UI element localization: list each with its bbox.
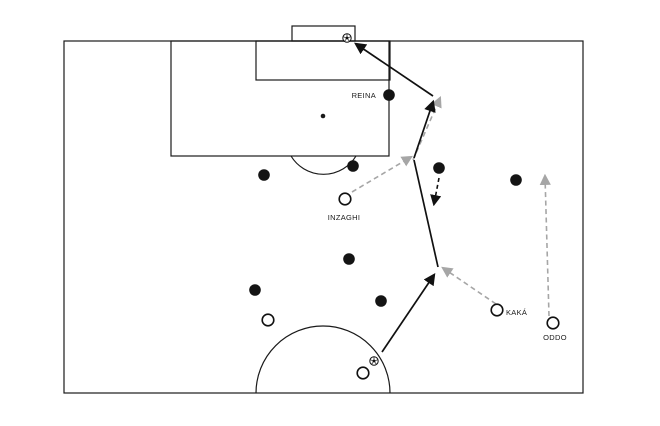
defender-7 [375,295,387,307]
goal [291,25,356,42]
label-inzaghi: INZAGHI [328,213,361,222]
inzaghi-run-arrow [351,155,413,193]
six-yard-box [255,40,391,81]
attacker-deep [356,366,370,380]
defender-2 [258,169,270,181]
label-kaka: KAKÁ [506,308,527,317]
pass-arrow-1 [381,273,436,353]
pitch-markings [63,25,584,394]
player-reina [383,89,395,101]
ball-movement [354,42,439,353]
shot-arrow [354,42,434,97]
defender-3 [433,162,445,174]
penalty-arc [290,155,357,175]
attacking-team [261,192,560,380]
player-runs [351,95,551,317]
defender-4 [510,174,522,186]
defender-6 [249,284,261,296]
ball-in-goal-icon [342,33,352,43]
player-kaka [490,303,504,317]
kaka-run-arrow [441,266,497,305]
defender-5 [343,253,355,265]
player-oddo [546,316,560,330]
pass-arrow-2 [413,99,436,159]
label-reina: REINA [352,91,376,100]
centre-circle [255,325,391,394]
oddo-run-arrow [539,173,551,317]
label-oddo: ODDO [543,333,567,342]
dribble-line [413,159,439,268]
pitch-boundary [63,40,584,394]
player-inzaghi [338,192,352,206]
penalty-spot [320,113,326,119]
defending-team [249,89,522,307]
ball-start-icon [369,356,379,366]
player-labels: REINA INZAGHI KAKÁ ODDO [328,91,567,342]
defender-drop-arrow [430,177,442,207]
attacker-left [261,313,275,327]
defender-1 [347,160,359,172]
